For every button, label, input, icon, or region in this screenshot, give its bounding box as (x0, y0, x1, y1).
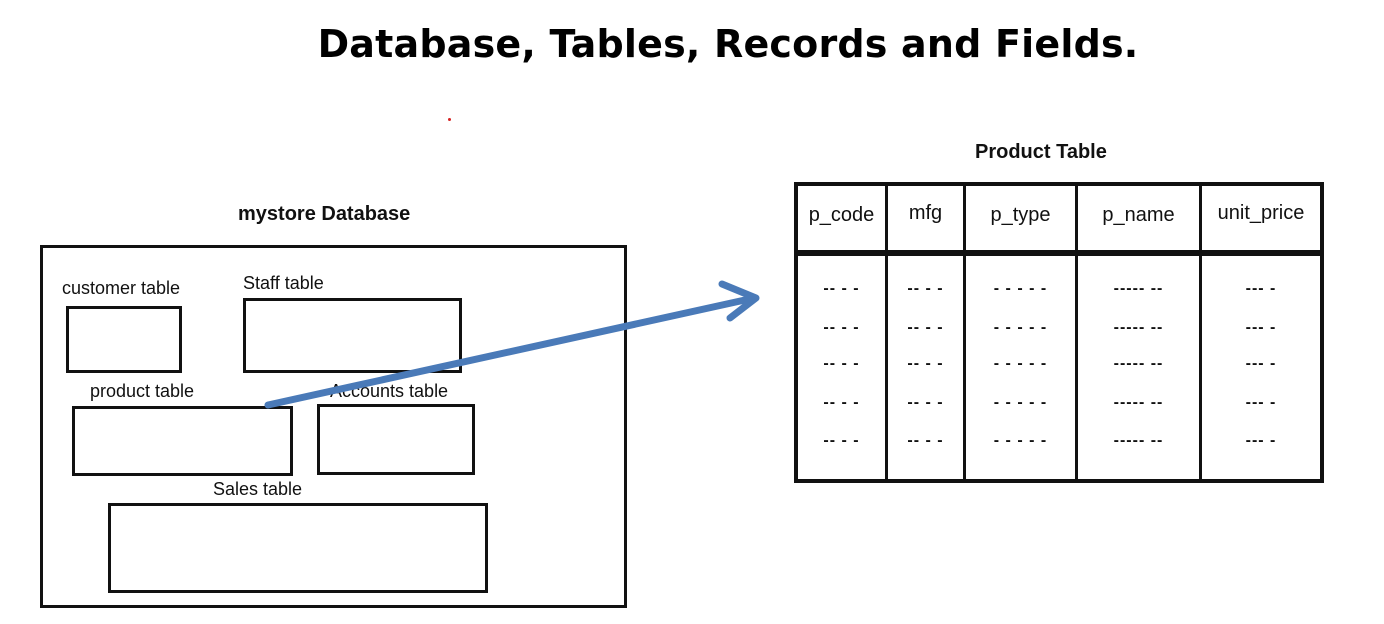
table-cell: -- - - (907, 394, 944, 411)
table-cell: --- - (1245, 394, 1277, 411)
table-cell: - - - - - (993, 394, 1048, 411)
table-cell: -- - - (823, 394, 860, 411)
table-cell: -- - - (907, 355, 944, 372)
column-header-p-name: p_name (1102, 204, 1175, 226)
product-table-grid: p_code mfg p_type p_name unit_price -- -… (794, 182, 1324, 483)
table-cell: -- - - (823, 432, 860, 449)
table-cell: ----- -- (1113, 319, 1164, 336)
staff-table-box (243, 298, 462, 373)
table-cell: -- - - (907, 280, 944, 297)
column-divider (963, 186, 966, 479)
table-cell: -- - - (907, 319, 944, 336)
table-cell: ----- -- (1113, 355, 1164, 372)
column-divider (1075, 186, 1078, 479)
table-cell: --- - (1245, 355, 1277, 372)
column-header-p-type: p_type (990, 204, 1051, 226)
table-cell: ----- -- (1113, 432, 1164, 449)
header-divider (798, 250, 1320, 256)
product-table-box (72, 406, 293, 476)
arrow-head (718, 280, 760, 322)
page-title: Database, Tables, Records and Fields. (317, 22, 1139, 66)
table-cell: ----- -- (1113, 280, 1164, 297)
table-cell: -- - - (823, 280, 860, 297)
table-cell: --- - (1245, 432, 1277, 449)
column-header-unit-price: unit_price (1217, 202, 1305, 224)
accounts-table-label: Accounts table (330, 381, 449, 401)
staff-table-label: Staff table (243, 273, 324, 293)
table-cell: - - - - - (993, 355, 1048, 372)
product-table-title: Product Table (975, 141, 1107, 163)
stray-dot (448, 118, 451, 121)
sales-table-box (108, 503, 488, 593)
customer-table-box (66, 306, 182, 373)
accounts-table-box (317, 404, 475, 475)
table-cell: - - - - - (993, 280, 1048, 297)
database-container (40, 245, 627, 608)
table-cell: -- - - (823, 355, 860, 372)
database-label: mystore Database (238, 203, 411, 225)
table-cell: - - - - - (993, 319, 1048, 336)
sales-table-label: Sales table (213, 479, 303, 499)
table-cell: ----- -- (1113, 394, 1164, 411)
table-cell: -- - - (823, 319, 860, 336)
table-cell: -- - - (907, 432, 944, 449)
column-header-p-code: p_code (808, 204, 875, 226)
customer-table-label: customer table (62, 278, 181, 298)
column-divider (1199, 186, 1202, 479)
column-header-mfg: mfg (908, 202, 943, 224)
table-cell: - - - - - (993, 432, 1048, 449)
table-cell: --- - (1245, 319, 1277, 336)
column-divider (885, 186, 888, 479)
product-table-label: product table (90, 381, 195, 401)
table-cell: --- - (1245, 280, 1277, 297)
